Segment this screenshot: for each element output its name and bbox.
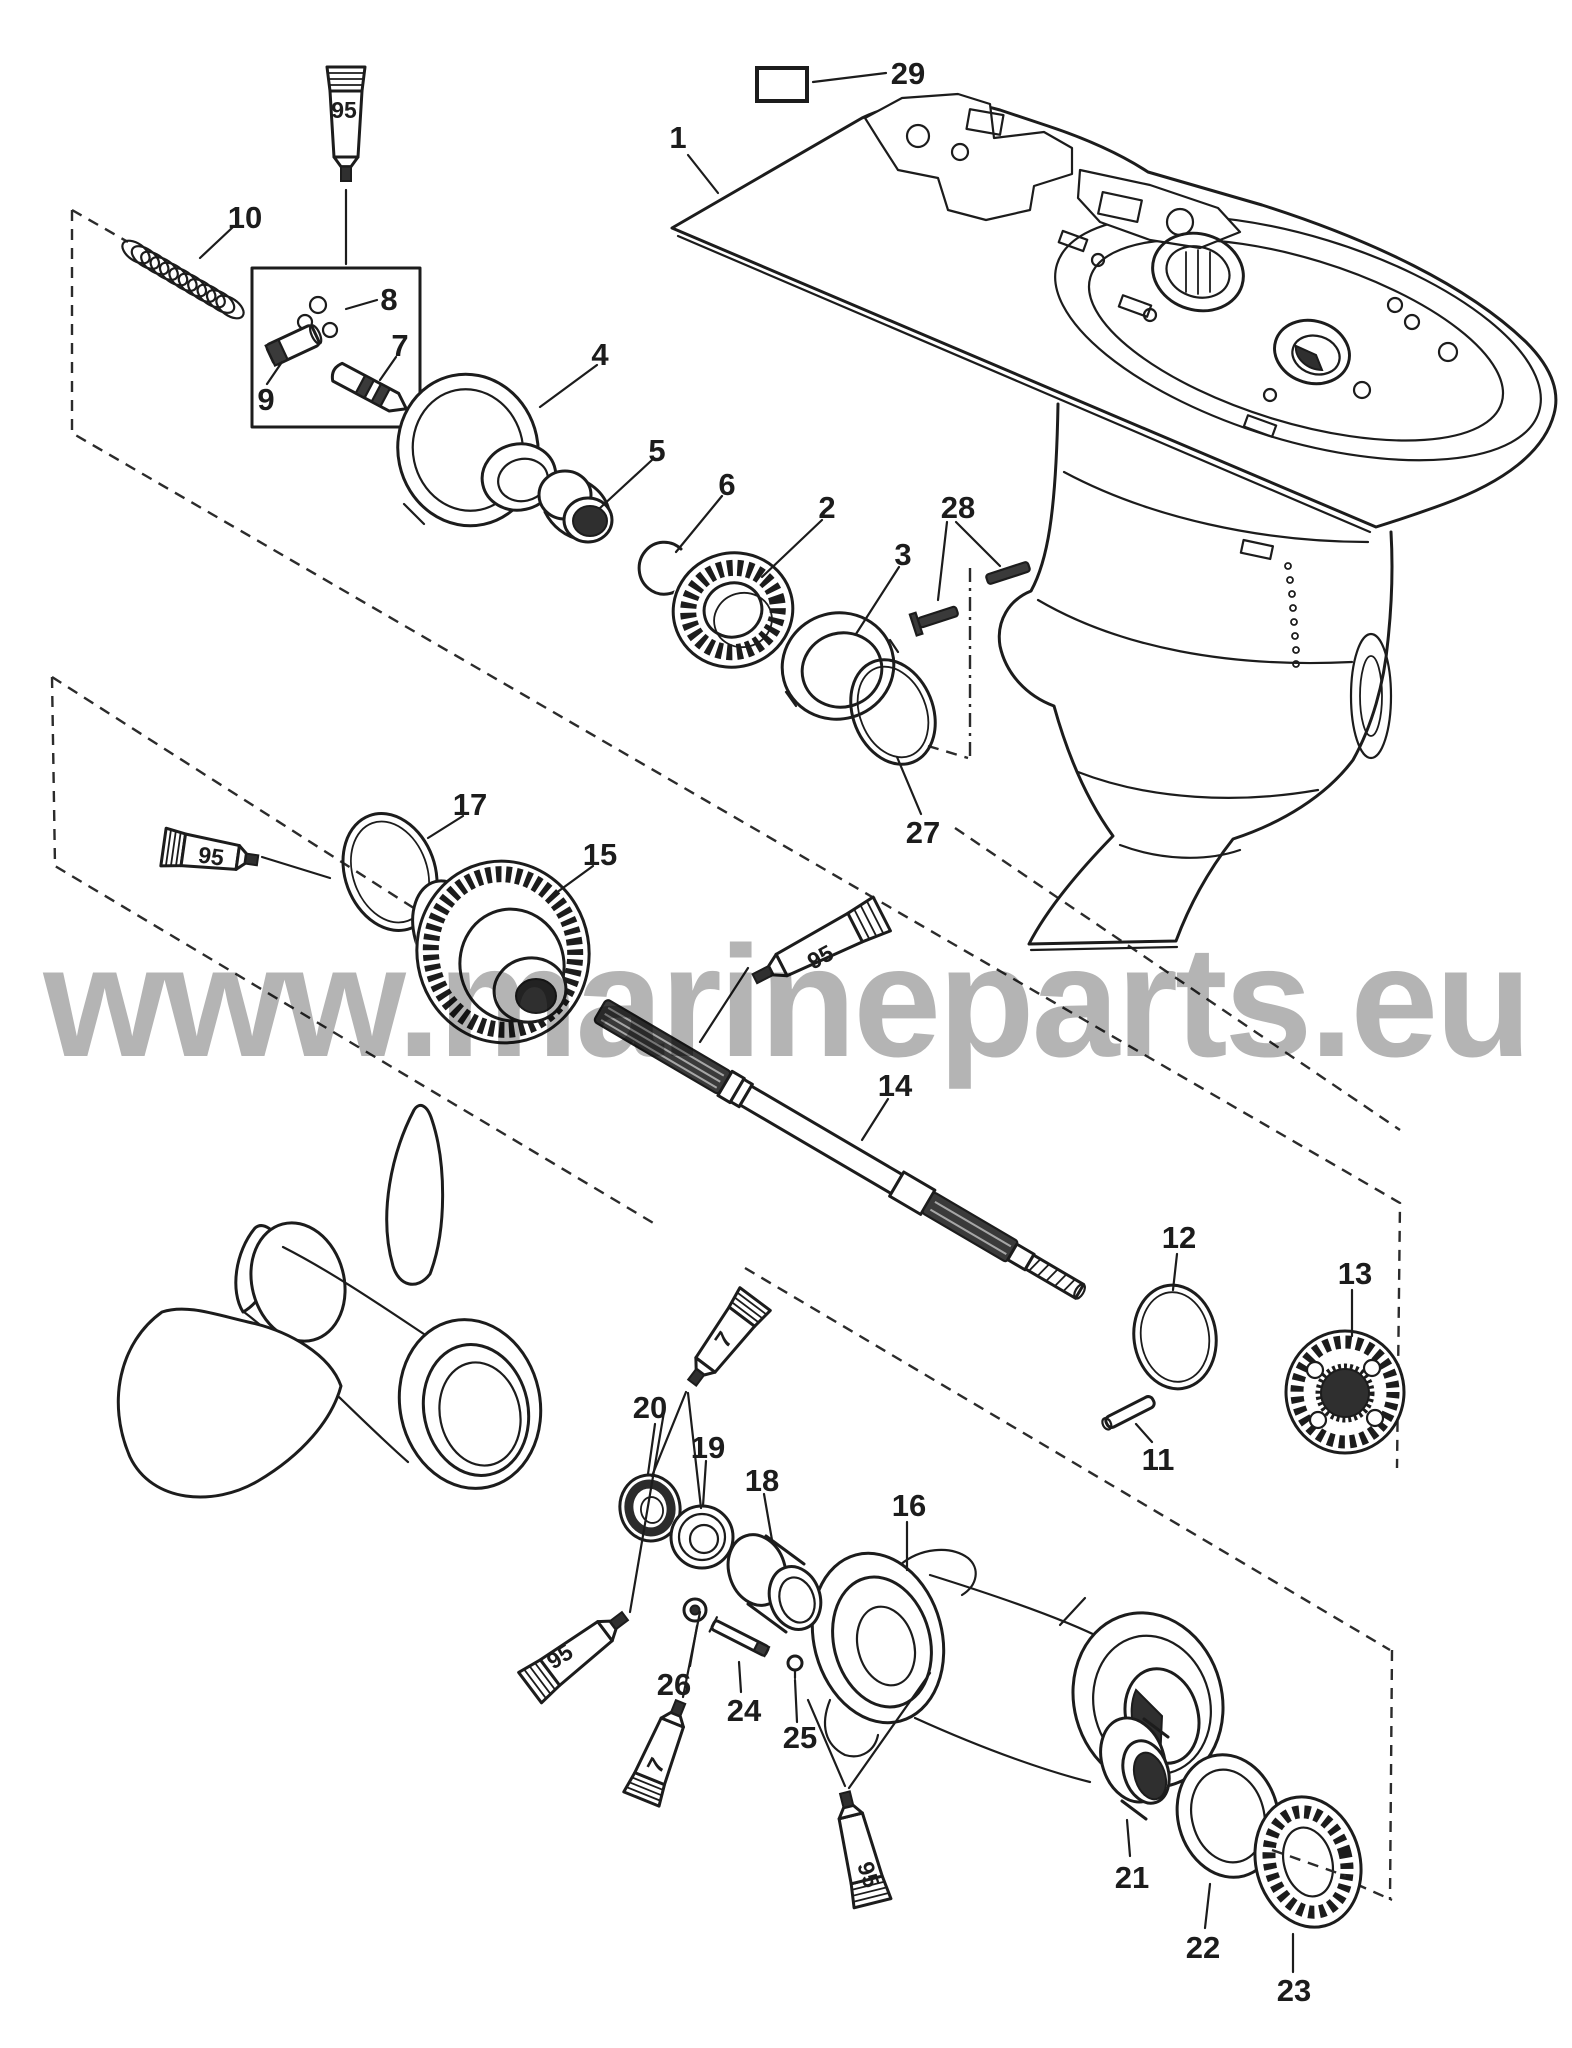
callout-16: 16 (892, 1488, 926, 1523)
propeller (116, 1103, 543, 1499)
callout-19: 19 (691, 1430, 725, 1465)
callout-labels: 1 29 10 8 7 9 4 5 6 2 3 28 27 17 15 14 1… (228, 56, 1372, 2008)
gear-housing-part-1 (670, 92, 1558, 952)
washer-part-26 (682, 1597, 708, 1623)
bushing-part-21 (1099, 1716, 1171, 1821)
spring-part-10 (121, 239, 245, 320)
decal-part-29 (755, 66, 809, 103)
callout-14: 14 (878, 1068, 913, 1103)
callout-23: 23 (1277, 1973, 1311, 2008)
o-ring-part-17 (341, 812, 439, 932)
callout-9: 9 (257, 382, 274, 417)
race-part-3 (780, 611, 900, 721)
washer-part-22 (1175, 1753, 1281, 1879)
tube-label-95-mid-left: 95 (197, 841, 226, 870)
retainer-part-13 (1284, 1329, 1406, 1455)
seal-part-20 (618, 1473, 682, 1543)
o-ring-part-12 (1132, 1283, 1218, 1391)
callout-20: 20 (633, 1390, 667, 1425)
hardware-kit-box (250, 266, 422, 429)
callout-3: 3 (894, 537, 911, 572)
callout-21: 21 (1115, 1860, 1149, 1895)
callout-28: 28 (941, 490, 975, 525)
sealant-tube (686, 1286, 772, 1387)
sealant-tube (325, 65, 367, 182)
leader-lines (198, 71, 1354, 1974)
callout-10: 10 (228, 200, 262, 235)
callout-18: 18 (745, 1463, 779, 1498)
callout-24: 24 (727, 1693, 762, 1728)
pins-part-28 (908, 561, 1031, 637)
gear-part-15 (411, 859, 591, 1045)
callout-6: 6 (718, 467, 735, 502)
screw-part-25 (786, 1654, 804, 1680)
construction-lines (50, 208, 1402, 1902)
clip-part-6 (637, 540, 686, 596)
sealant-tubes (159, 65, 893, 1910)
water-vent-holes (1284, 562, 1300, 668)
sealant-tube (837, 1790, 893, 1910)
pin-part-11 (1101, 1395, 1156, 1431)
seal-part-19 (669, 1504, 735, 1570)
callout-25: 25 (783, 1720, 817, 1755)
bearing-carrier-part-16 (810, 1548, 1225, 1789)
sealant-tube (159, 826, 260, 871)
tube-label-95-top: 95 (331, 97, 357, 123)
sealant-tube (622, 1698, 687, 1808)
thrust-bearing-part-23 (1253, 1795, 1363, 1929)
callout-5: 5 (648, 433, 665, 468)
callout-8: 8 (380, 282, 397, 317)
callout-7: 7 (391, 328, 408, 363)
callout-2: 2 (818, 490, 835, 525)
callout-13: 13 (1338, 1256, 1372, 1291)
callout-12: 12 (1162, 1220, 1196, 1255)
callout-29: 29 (891, 56, 925, 91)
callout-1: 1 (669, 120, 686, 155)
callout-22: 22 (1186, 1930, 1220, 1965)
bearing-part-2 (671, 551, 795, 669)
pin-part-7 (330, 361, 408, 413)
detent-part-9 (264, 324, 323, 367)
callout-4: 4 (591, 337, 609, 372)
prop-shaft-part-14 (593, 999, 1086, 1300)
o-ring-part-27 (849, 658, 937, 766)
callout-27: 27 (906, 815, 940, 850)
callout-26: 26 (657, 1667, 691, 1702)
sealant-tube (517, 1610, 630, 1705)
carrier-part-4 (396, 372, 558, 528)
callout-15: 15 (583, 837, 617, 872)
sealant-tube (751, 895, 892, 985)
callout-17: 17 (453, 787, 487, 822)
sleeve-part-18 (726, 1533, 823, 1634)
pin-part-24 (708, 1616, 771, 1658)
callout-11: 11 (1142, 1442, 1175, 1477)
